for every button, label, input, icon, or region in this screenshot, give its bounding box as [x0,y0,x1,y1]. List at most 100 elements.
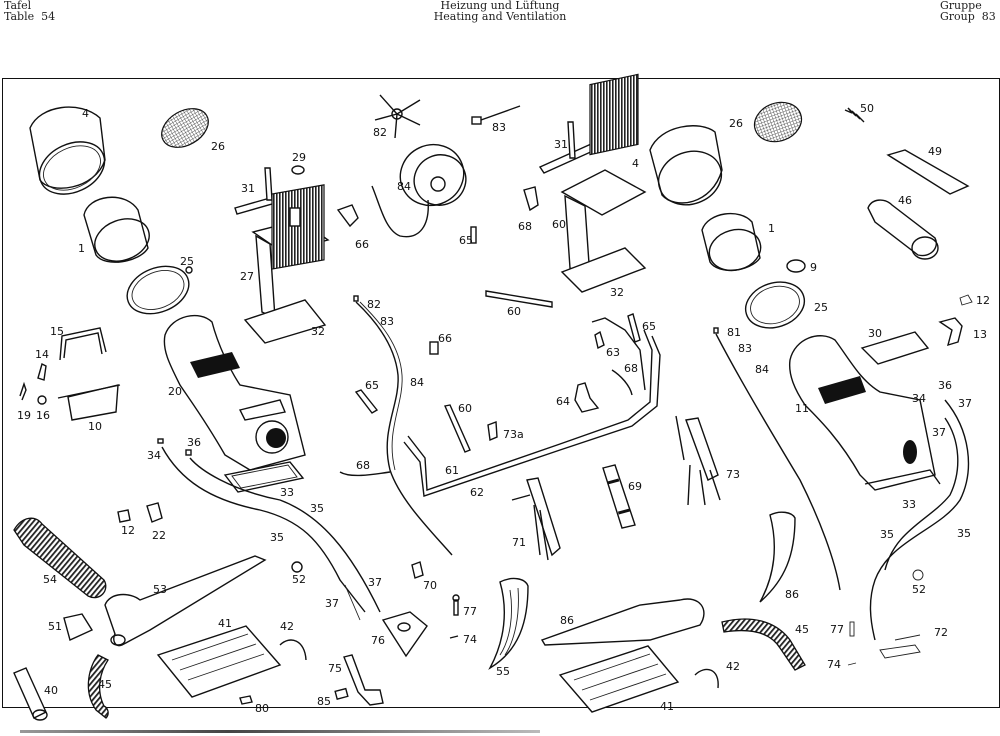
part-cable-end-33[interactable]: 34 [147,438,164,462]
part-bracket-63[interactable]: 64 [556,382,600,413]
part-clip-37-right[interactable]: 12 [959,294,990,307]
callout-label: 61 [445,464,459,477]
callout-label: 36 [938,379,952,392]
part-cable-end-34[interactable]: 36 [185,436,201,456]
callout-label: 63 [606,346,620,359]
part-spring[interactable]: 50 [844,102,874,123]
part-screen-mesh-right[interactable]: 26 [729,96,807,148]
part-inner-tube-right[interactable]: 1 [701,212,775,276]
part-heat-exchanger-right[interactable]: 60 32 4 [552,73,647,299]
part-bent-hose-right[interactable]: 45 [721,618,809,671]
part-vent-grille-right[interactable]: 41 [558,645,680,713]
part-fan-impeller[interactable]: 82 [373,94,421,139]
part-hose-adapter[interactable]: 51 [48,613,94,641]
part-washer-77-right[interactable]: 74 [827,658,857,671]
part-hose-66-left[interactable]: 65 [354,379,379,414]
part-corrugated-hose[interactable]: 54 [13,517,107,599]
part-cable-nipple-80[interactable]: 82 [353,295,381,311]
part-gasket-left[interactable]: 33 [223,461,305,499]
part-air-duct-left[interactable]: 53 [104,555,267,647]
part-bowden-cable-left[interactable]: 83 84 [355,301,453,556]
part-trim-85[interactable]: 55 [488,577,529,678]
part-clip-12[interactable]: 22 [146,502,166,542]
part-clip-73[interactable]: 70 [411,561,437,592]
callout-label: 46 [898,194,912,207]
part-hose-65-right[interactable]: 68 [611,362,638,396]
part-knob-75[interactable]: 85 [317,687,349,708]
part-clip-42[interactable]: 80 [239,695,269,715]
part-strip-49[interactable]: 49 [886,145,970,195]
part-clip-37[interactable]: 12 [117,509,135,537]
callout-label: 51 [48,620,62,633]
part-outer-heater-tube-right[interactable] [649,125,729,214]
part-hose-66-right[interactable]: 65 [627,313,656,343]
part-grommet[interactable]: 29 [291,151,306,175]
callout-label: 74 [463,633,477,646]
part-motor-brush[interactable]: 83 [471,105,521,134]
part-flap-plate[interactable]: 10 [57,384,121,433]
callout-label: 76 [371,634,385,647]
part-screw-76[interactable]: 77 [452,594,477,618]
part-clip-15[interactable]: 14 [35,348,49,381]
part-bowden-cable-right[interactable]: 81 83 84 [713,326,841,591]
part-gasket-right[interactable]: 33 [864,469,941,511]
part-trim-86[interactable]: 86 [759,511,799,603]
part-washer-77[interactable]: 74 [449,633,477,646]
part-heat-exchanger-left[interactable]: 27 32 [240,184,330,344]
part-cables-right[interactable]: 35 35 [869,399,971,641]
part-handle-bracket[interactable]: 15 [50,325,107,361]
part-sleeve[interactable]: 40 [13,667,58,721]
callout-label: 52 [292,573,306,586]
callout-label: 84 [397,180,411,193]
part-blower-motor[interactable]: 84 [371,134,474,238]
part-hose-clamp-ring-right[interactable]: 25 [740,275,828,335]
part-heater-box-right[interactable]: 11 [788,335,936,491]
part-hose-65-left[interactable]: 68 [339,459,391,477]
callout-label: 83 [380,315,394,328]
part-bracket-64[interactable]: 73a [487,421,524,442]
part-tab-clip[interactable]: 65 [459,226,477,247]
part-cable-ends-right[interactable]: 36 34 37 37 [912,379,972,439]
part-clamp-strip[interactable]: 69 [602,464,642,529]
part-clip-84[interactable]: 66 [429,332,452,355]
part-bent-hose-left[interactable]: 45 [87,654,112,719]
callout-label: 35 [957,527,971,540]
part-grommet-9[interactable]: 9 [786,259,817,274]
part-clip-62[interactable]: 63 [594,330,620,359]
part-clamp-41-right[interactable]: 42 [694,660,740,689]
part-clamp-41[interactable]: 42 [279,620,307,661]
part-bracket-13[interactable]: 13 [938,317,987,347]
callout-label: 36 [187,436,201,449]
part-hose-68-center[interactable]: 60 [444,402,472,453]
part-plate-30[interactable]: 30 [860,327,930,365]
callout-label: 65 [365,379,379,392]
part-air-duct-right[interactable]: 86 [540,598,705,646]
part-clip-14[interactable]: 19 [17,381,31,422]
part-heater-box-left[interactable]: 20 [163,314,306,471]
part-outer-heater-tube[interactable]: 4 [29,106,113,204]
part-screw-76-right[interactable]: 77 [830,621,855,637]
part-control-lever-left[interactable]: 71 [511,477,561,561]
part-inner-tube[interactable]: 1 [78,196,155,268]
part-vent-grille-left[interactable]: 41 [156,617,282,698]
callout-label: 74 [827,658,841,671]
part-control-lever-right[interactable]: 73 [675,415,740,506]
callout-label: 75 [328,662,342,675]
part-pipes-60-61[interactable]: 61 62 [403,317,661,499]
part-valve-left[interactable]: 66 [336,204,369,251]
part-lever-housing[interactable]: 76 [371,611,428,658]
part-hose-68-top[interactable]: 60 [485,290,553,318]
part-clip-22[interactable]: 52 [291,561,306,586]
part-cable-35-left[interactable]: 37 37 [325,576,382,621]
part-hose-clamp-ring[interactable]: 25 [120,255,196,322]
part-clip-72[interactable]: 72 [879,626,948,659]
callout-label: 73a [503,428,524,441]
part-tube-46[interactable]: 46 [867,194,939,260]
part-clip-22-right[interactable]: 52 [912,569,926,596]
part-valve-right[interactable]: 68 [518,186,539,233]
callout-label: 31 [241,182,255,195]
part-nut-19[interactable]: 16 [36,395,50,422]
part-knob-lever[interactable]: 75 [328,654,384,706]
part-screen-mesh[interactable]: 26 [155,101,225,155]
part-cable-36-left[interactable]: 35 35 [161,446,381,613]
